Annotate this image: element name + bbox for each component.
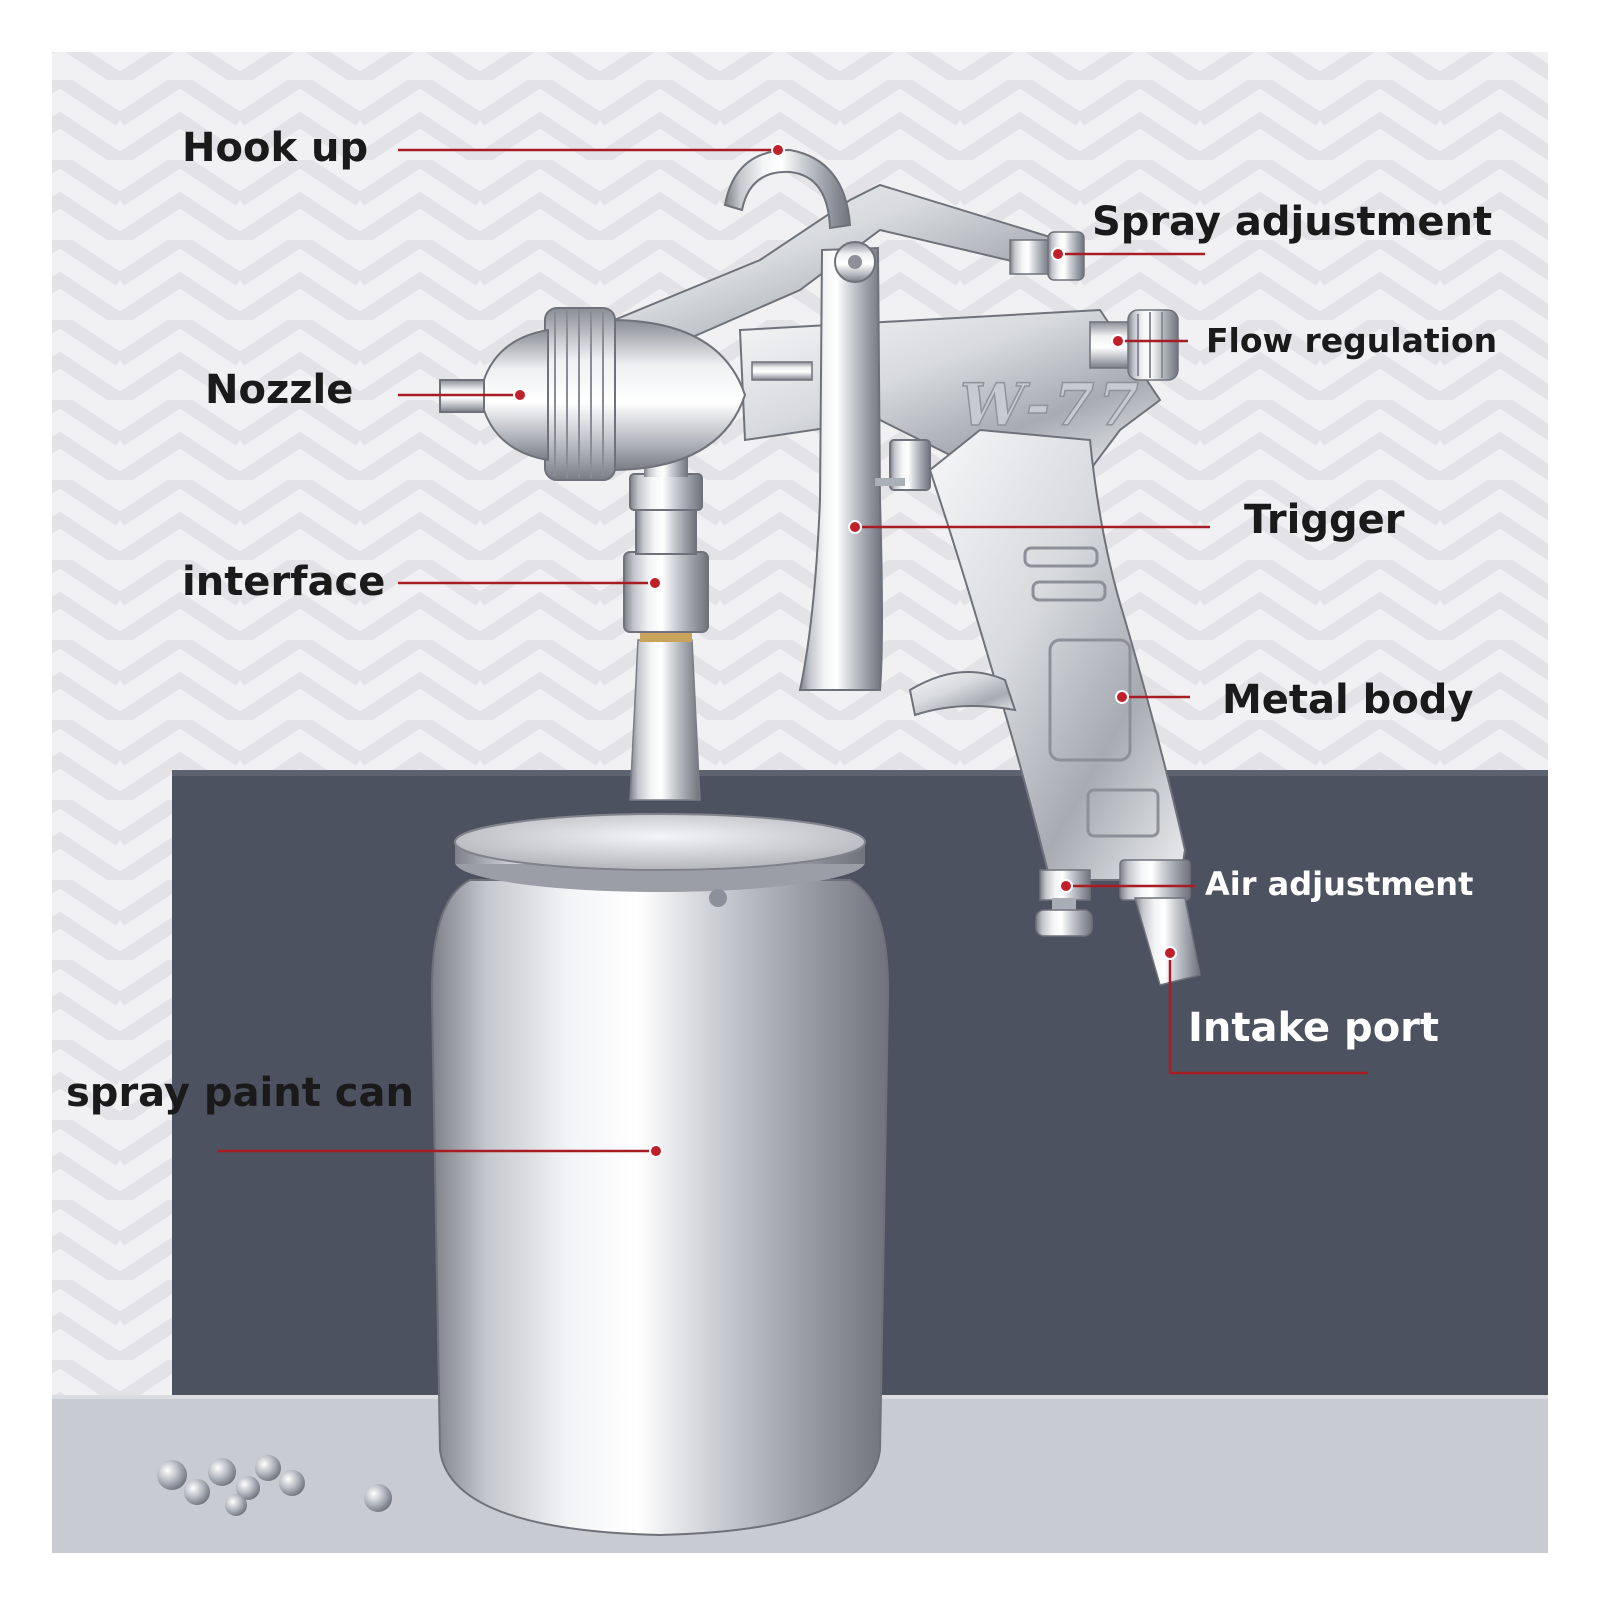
label-metal-body: Metal body: [1222, 677, 1474, 723]
trigger-lever: [798, 241, 883, 691]
label-air-adjustment: Air adjustment: [1205, 865, 1474, 903]
label-trigger: Trigger: [1244, 497, 1405, 543]
leader-dot-air-adjustment: [1059, 879, 1073, 893]
label-spray-adjustment: Spray adjustment: [1092, 199, 1493, 245]
nozzle-assembly: [439, 307, 747, 481]
model-mark: W-77: [960, 371, 1143, 439]
leader-dot-interface: [648, 576, 662, 590]
leader-dot-hook-up: [771, 143, 785, 157]
leader-dot-spray-paint-can: [649, 1144, 663, 1158]
needle-packing: [751, 361, 931, 491]
leader-lines: [218, 143, 1368, 1158]
beads: [157, 1455, 392, 1516]
leader-dot-intake-port: [1163, 946, 1177, 960]
label-interface: interface: [182, 559, 386, 605]
label-flow-regulation: Flow regulation: [1206, 321, 1498, 360]
leader-dot-spray-adjustment: [1051, 247, 1065, 261]
label-intake-port: Intake port: [1188, 1005, 1440, 1051]
siphon-tube: [629, 630, 701, 801]
leader-dot-trigger: [848, 520, 862, 534]
leader-line-intake-port: [1168, 953, 1368, 1075]
label-spray-paint-can: spray paint can: [66, 1070, 414, 1116]
interface-fitting: [623, 455, 709, 633]
air-adjustment-valve: [1035, 869, 1093, 937]
label-hook-up: Hook up: [182, 125, 369, 171]
spray-adjustment-knob: [1009, 231, 1085, 281]
label-nozzle: Nozzle: [205, 367, 354, 413]
paint-can: [430, 813, 890, 1537]
leader-dot-metal-body: [1115, 690, 1129, 704]
leader-dot-flow-regulation: [1111, 334, 1125, 348]
intake-port-fitting: [1119, 859, 1201, 986]
leader-dot-nozzle: [513, 388, 527, 402]
